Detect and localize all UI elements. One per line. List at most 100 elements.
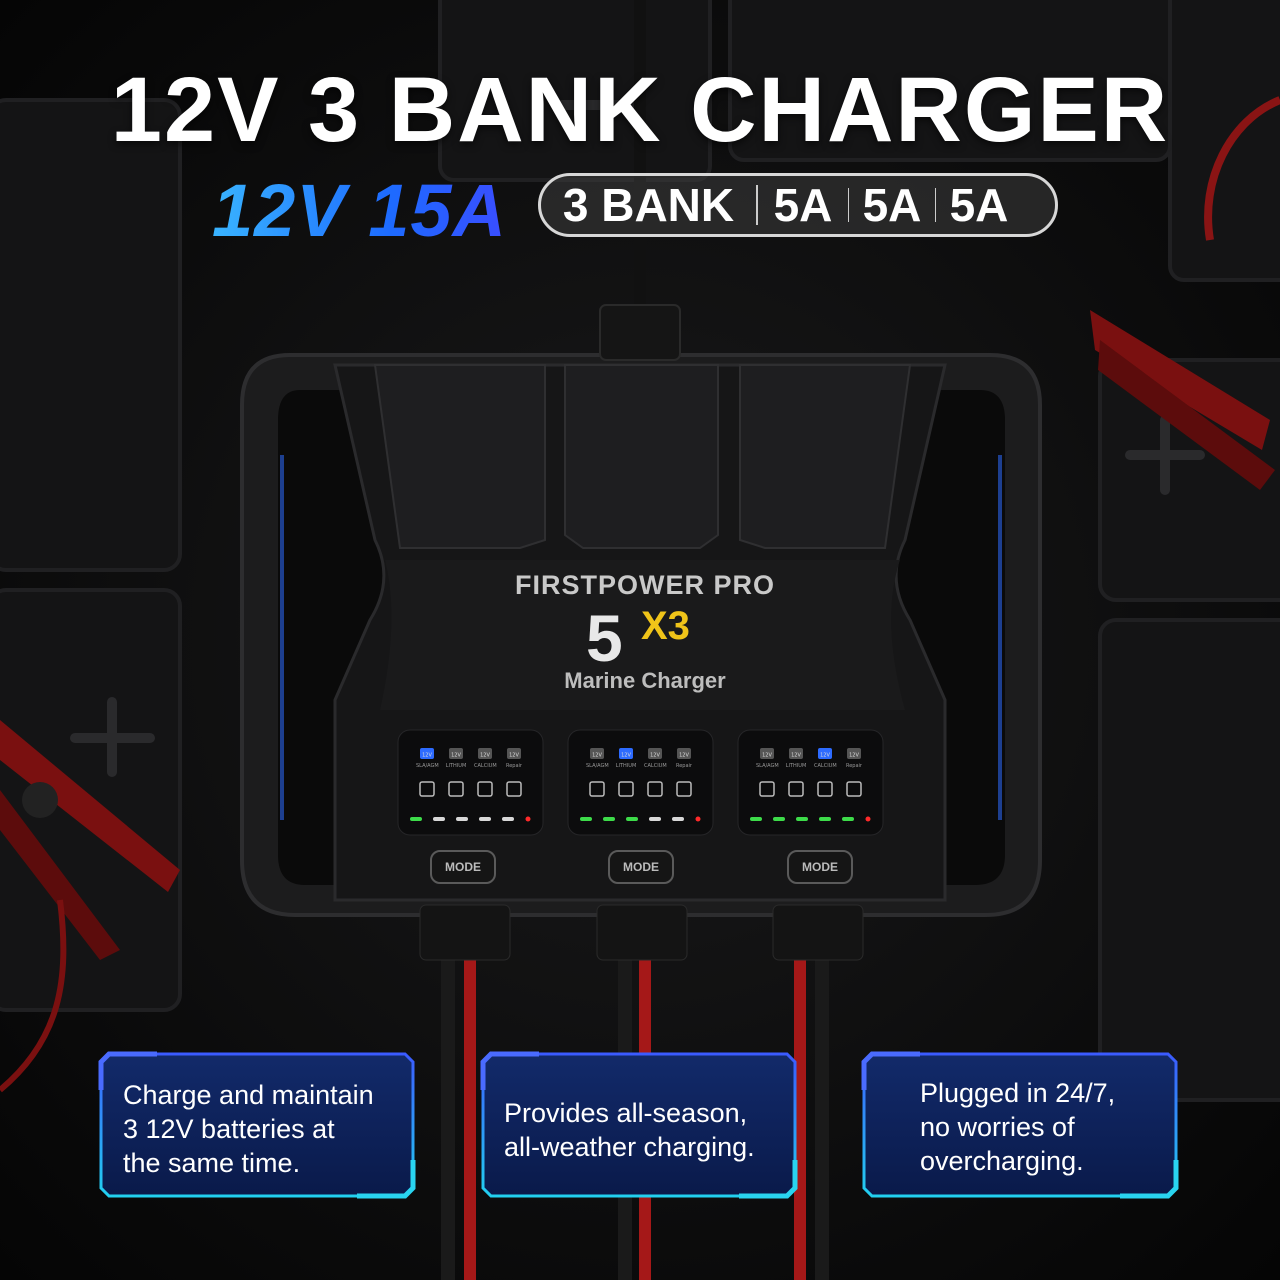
battery-voltage-label: 12V: [480, 753, 490, 759]
battery-type-label: LITHIUM: [785, 763, 807, 769]
mode-symbol-icon: [788, 781, 804, 797]
progress-led: [410, 817, 422, 821]
progress-led: [502, 817, 514, 821]
error-led: [865, 816, 871, 822]
battery-voltage-label: 12V: [679, 753, 689, 759]
battery-voltage-label: 12V: [791, 753, 801, 759]
battery-type-icon: [648, 748, 662, 759]
battery-type-icon: [619, 748, 633, 759]
mode-symbol-icon: [817, 781, 833, 797]
spec-pill: 3 BANK 5A 5A 5A: [538, 173, 1058, 237]
progress-led: [649, 817, 661, 821]
spec-bank-count: 3 BANK: [562, 179, 735, 231]
mode-symbol-icon: [477, 781, 493, 797]
mode-symbol-icon: [759, 781, 775, 797]
spec-amp-3: 5A: [949, 179, 1009, 231]
feature-1-line-1: Charge and maintain: [123, 1080, 374, 1110]
feature-box-2: Provides all-season, all-weather chargin…: [479, 1050, 799, 1200]
progress-led: [773, 817, 785, 821]
battery-type-icon: [590, 748, 604, 759]
battery-voltage-label: 12V: [621, 753, 631, 759]
progress-led: [819, 817, 831, 821]
battery-type-label: CALCIUM: [644, 763, 667, 769]
mode-button-bank-3[interactable]: MODE: [787, 850, 853, 884]
mode-symbol-icon: [647, 781, 663, 797]
battery-type-label: SLA/AGM: [756, 763, 779, 769]
battery-type-icon: [760, 748, 774, 759]
battery-voltage-label: 12V: [509, 753, 519, 759]
clamp-left-icon: [0, 720, 180, 1093]
battery-type-icon: [818, 748, 832, 759]
progress-led: [796, 817, 808, 821]
mode-symbol-icon: [419, 781, 435, 797]
progress-led: [750, 817, 762, 821]
progress-led: [626, 817, 638, 821]
progress-led: [433, 817, 445, 821]
feature-2-line-1: Provides all-season,: [504, 1098, 748, 1128]
spec-divider: [756, 185, 758, 225]
progress-led: [842, 817, 854, 821]
mode-symbol-icon: [589, 781, 605, 797]
clamp-right-icon: [1090, 96, 1280, 490]
battery-voltage-label: 12V: [820, 753, 830, 759]
battery-type-icon: [789, 748, 803, 759]
battery-type-icon: [677, 748, 691, 759]
progress-led: [672, 817, 684, 821]
mode-symbol-icon: [676, 781, 692, 797]
battery-type-icon: [478, 748, 492, 759]
feature-1-line-2: 3 12V batteries at: [123, 1114, 335, 1144]
feature-3-line-1: Plugged in 24/7,: [920, 1078, 1116, 1108]
battery-type-label: LITHIUM: [615, 763, 637, 769]
mode-symbol-icon: [448, 781, 464, 797]
feature-1-line-3: the same time.: [123, 1148, 301, 1178]
mode-button-bank-2[interactable]: MODE: [608, 850, 674, 884]
brand-name: FIRSTPOWER PRO: [514, 570, 775, 600]
battery-voltage-label: 12V: [849, 753, 859, 759]
feature-frame: [98, 1051, 416, 1199]
error-led: [695, 816, 701, 822]
mode-symbol-icon: [618, 781, 634, 797]
feature-3-line-3: overcharging.: [920, 1146, 1084, 1176]
battery-voltage-label: 12V: [592, 753, 602, 759]
battery-voltage-label: 12V: [451, 753, 461, 759]
battery-type-label: SLA/AGM: [416, 763, 439, 769]
mode-symbol-icon: [846, 781, 862, 797]
battery-type-label: Repair: [675, 763, 692, 769]
feature-3-line-2: no worries of: [920, 1112, 1075, 1142]
feature-2-line-2: all-weather charging.: [504, 1132, 755, 1162]
battery-type-label: Repair: [505, 763, 522, 769]
battery-type-label: SLA/AGM: [586, 763, 609, 769]
error-led: [525, 816, 531, 822]
battery-type-icon: [507, 748, 521, 759]
mode-button-bank-1[interactable]: MODE: [430, 850, 496, 884]
battery-type-label: CALCIUM: [474, 763, 497, 769]
progress-led: [603, 817, 615, 821]
battery-type-icon: [847, 748, 861, 759]
battery-type-label: Repair: [845, 763, 862, 769]
battery-voltage-label: 12V: [762, 753, 772, 759]
model-number: 5: [586, 601, 623, 675]
battery-voltage-label: 12V: [650, 753, 660, 759]
progress-led: [580, 817, 592, 821]
progress-led: [479, 817, 491, 821]
voltage-amperage-subtitle: 12V 15A: [212, 169, 507, 252]
progress-led: [456, 817, 468, 821]
mode-symbol-icon: [506, 781, 522, 797]
feature-box-1: Charge and maintain 3 12V batteries at t…: [97, 1050, 417, 1200]
battery-type-label: CALCIUM: [814, 763, 837, 769]
page-title: 12V 3 BANK CHARGER: [110, 59, 1170, 161]
spec-amp-1: 5A: [773, 179, 833, 231]
feature-frame: [480, 1051, 798, 1199]
feature-box-3: Plugged in 24/7, no worries of overcharg…: [860, 1050, 1180, 1200]
feature-frame: [861, 1051, 1179, 1199]
spec-divider: [848, 188, 849, 222]
battery-type-icon: [449, 748, 463, 759]
model-multiplier: X3: [641, 604, 690, 648]
battery-type-icon: [420, 748, 434, 759]
product-name: Marine Charger: [564, 668, 726, 693]
battery-type-label: LITHIUM: [445, 763, 467, 769]
spec-divider: [935, 188, 936, 222]
spec-amp-2: 5A: [862, 179, 922, 231]
battery-voltage-label: 12V: [422, 753, 432, 759]
